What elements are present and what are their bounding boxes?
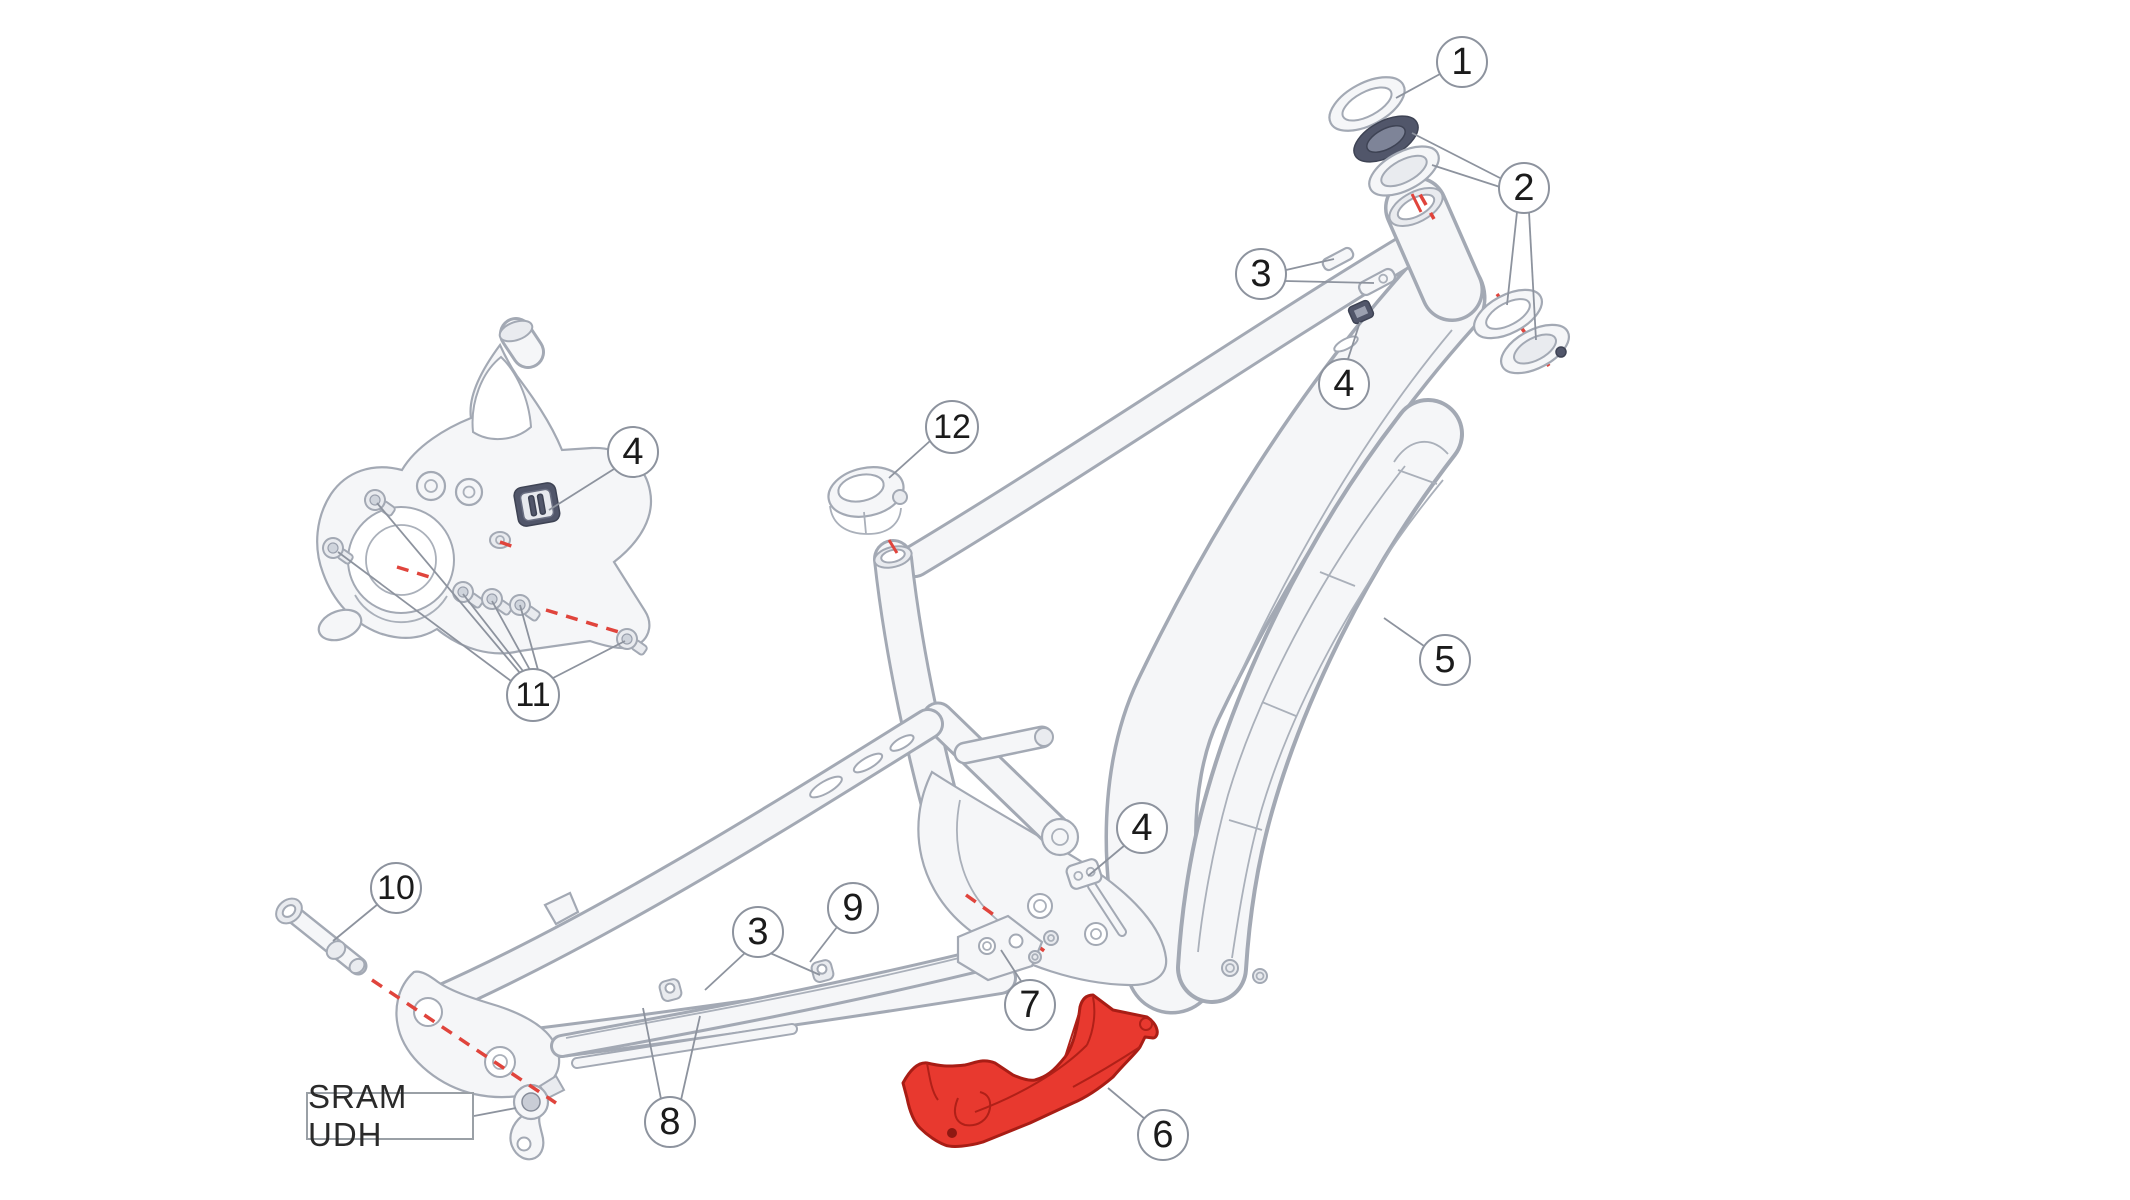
leader-line-1 — [1395, 73, 1441, 99]
callout-circle — [925, 400, 979, 454]
callout-3-2: 3 — [1235, 248, 1287, 300]
leader-line-11 — [376, 502, 521, 674]
callout-3-10: 3 — [732, 906, 784, 958]
leader-line-3 — [1285, 258, 1335, 271]
leader-line-9 — [809, 926, 838, 963]
callout-1-0: 1 — [1436, 36, 1488, 88]
thru-axle — [275, 897, 557, 1105]
callout-number: 4 — [622, 431, 643, 473]
callout-4-11: 4 — [1116, 802, 1168, 854]
leader-line-3 — [1284, 280, 1375, 284]
leader-line-10 — [332, 903, 379, 942]
callout-11-7: 11 — [506, 668, 560, 722]
callout-circle — [1419, 634, 1471, 686]
callout-number: 9 — [842, 887, 863, 929]
callout-number: 11 — [515, 676, 550, 714]
callout-number: 7 — [1019, 984, 1040, 1026]
leader-line-11 — [552, 640, 626, 679]
callout-circle — [1318, 358, 1370, 410]
callout-circle — [607, 426, 659, 478]
leader-line-2 — [1506, 211, 1518, 306]
callout-circle — [370, 862, 422, 914]
leader-line-11 — [337, 551, 512, 682]
callout-12-4: 12 — [925, 400, 979, 454]
callout-circle — [1235, 248, 1287, 300]
callout-number: 2 — [1513, 167, 1534, 209]
leader-line-sram-udh — [473, 1107, 517, 1117]
callout-2-1: 2 — [1498, 162, 1550, 214]
leader-line-11 — [462, 593, 524, 672]
skid-plate-red — [901, 993, 1159, 1148]
callout-6-14: 6 — [1137, 1109, 1189, 1161]
motor-mount-assembly — [316, 317, 653, 655]
speed-sensor-plug — [1347, 299, 1375, 325]
cable-guide-parts — [1321, 246, 1397, 325]
callout-circle — [1436, 36, 1488, 88]
callout-number: 10 — [377, 869, 415, 907]
leader-line-11 — [491, 600, 531, 671]
motor-mount-bracket-7 — [956, 893, 1059, 982]
callout-number: 3 — [1250, 253, 1271, 295]
callout-7-12: 7 — [1004, 979, 1056, 1031]
rocker-link — [921, 701, 1080, 857]
callout-circle — [1498, 162, 1550, 214]
leader-line-6 — [1107, 1087, 1146, 1120]
callout-number: 4 — [1333, 363, 1354, 405]
head-tube — [1384, 176, 1484, 322]
leader-line-3 — [704, 951, 747, 991]
leader-line-11 — [519, 604, 539, 671]
leader-line-8 — [642, 1007, 662, 1100]
callout-circle — [644, 1096, 696, 1148]
leader-line-12 — [888, 440, 931, 479]
callout-number: 8 — [659, 1101, 680, 1143]
motor-connector — [513, 482, 561, 527]
leader-line-2 — [1431, 164, 1501, 188]
leader-lines — [332, 73, 1537, 1120]
leader-line-2 — [1411, 132, 1501, 179]
chainstay-protector — [550, 943, 1014, 1069]
leader-line-7 — [1000, 949, 1022, 982]
callout-circle — [1137, 1109, 1189, 1161]
leader-line-8 — [680, 1015, 701, 1101]
headset-stack — [1328, 76, 1570, 375]
callout-4-3: 4 — [1318, 358, 1370, 410]
callout-circle — [1116, 802, 1168, 854]
callout-8-13: 8 — [644, 1096, 696, 1148]
leader-line-2 — [1528, 211, 1537, 341]
derailleur-hanger — [509, 1074, 566, 1161]
sram-udh-label: SRAM UDH — [306, 1078, 474, 1153]
leader-line-4 — [548, 468, 615, 511]
callout-number: 6 — [1152, 1114, 1173, 1156]
leader-line-5 — [1383, 617, 1425, 647]
callout-number: 4 — [1131, 807, 1152, 849]
seat-clamp — [827, 466, 908, 535]
callout-4-5: 4 — [607, 426, 659, 478]
callout-number: 5 — [1434, 639, 1455, 681]
callout-circle — [1004, 979, 1056, 1031]
callout-circle — [506, 668, 560, 722]
mount-bolts — [322, 489, 648, 656]
top-tube — [898, 234, 1423, 578]
callout-number: 3 — [747, 911, 768, 953]
callout-number: 1 — [1451, 41, 1472, 83]
leader-line-4 — [1347, 321, 1361, 360]
callout-5-6: 5 — [1419, 634, 1471, 686]
callout-10-8: 10 — [370, 862, 422, 914]
battery-cover — [1176, 398, 1464, 1004]
leader-line-4 — [1087, 844, 1126, 877]
callout-9-9: 9 — [827, 882, 879, 934]
callout-circle — [732, 906, 784, 958]
leader-line-3 — [769, 952, 821, 976]
callout-number: 12 — [933, 408, 971, 446]
callout-circle — [827, 882, 879, 934]
